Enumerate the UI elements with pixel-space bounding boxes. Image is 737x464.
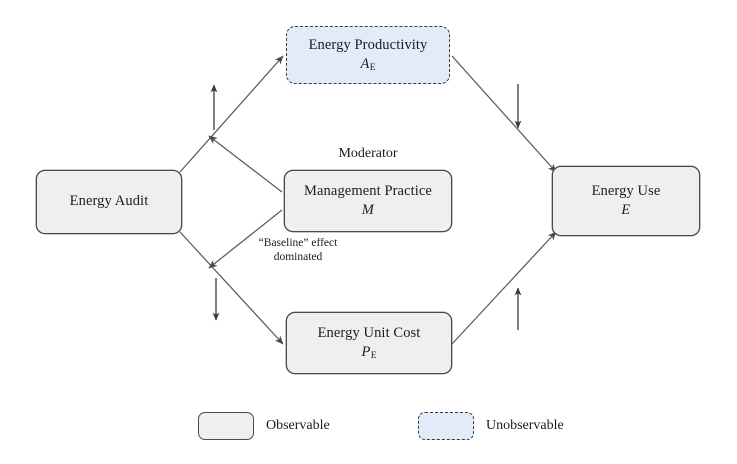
node-energy-audit-title: Energy Audit <box>69 193 149 210</box>
legend-item-observable: Observable <box>198 412 330 440</box>
legend-label-unobservable: Unobservable <box>486 418 564 433</box>
node-energy-unit-cost[interactable]: Energy Unit Cost PE <box>286 312 452 374</box>
edge-audit-to-productivity <box>179 55 284 173</box>
edge-audit-to-unit-cost <box>179 231 284 345</box>
legend-label-observable: Observable <box>266 418 330 433</box>
node-energy-unit-cost-title: Energy Unit Cost <box>317 324 421 341</box>
baseline-effect-note: “Baseline” effect dominated <box>238 236 358 265</box>
node-energy-audit[interactable]: Energy Audit <box>36 170 182 234</box>
edge-productivity-to-use <box>451 55 557 173</box>
node-energy-productivity-symbol: AE <box>360 55 376 73</box>
node-energy-productivity[interactable]: Energy Productivity AE <box>286 26 450 84</box>
node-management-practice-symbol: M <box>361 201 374 218</box>
edge-moderator-to-lower-path <box>208 209 283 269</box>
node-energy-use[interactable]: Energy Use E <box>552 166 700 236</box>
node-management-practice-title: Management Practice <box>304 182 432 199</box>
legend-swatch-observable <box>198 412 254 440</box>
legend-swatch-unobservable <box>418 412 474 440</box>
node-energy-unit-cost-symbol: PE <box>361 343 377 361</box>
baseline-effect-note-line1: “Baseline” effect <box>258 237 338 249</box>
node-energy-productivity-title: Energy Productivity <box>308 36 428 53</box>
node-energy-use-title: Energy Use <box>591 182 661 199</box>
edge-moderator-to-upper-path <box>208 135 283 193</box>
edge-unit-cost-to-use <box>451 231 557 345</box>
legend-item-unobservable: Unobservable <box>418 412 564 440</box>
node-energy-use-symbol: E <box>621 201 631 218</box>
moderator-label: Moderator <box>338 146 398 161</box>
node-management-practice[interactable]: Management Practice M <box>284 170 452 232</box>
baseline-effect-note-line2: dominated <box>273 251 323 264</box>
